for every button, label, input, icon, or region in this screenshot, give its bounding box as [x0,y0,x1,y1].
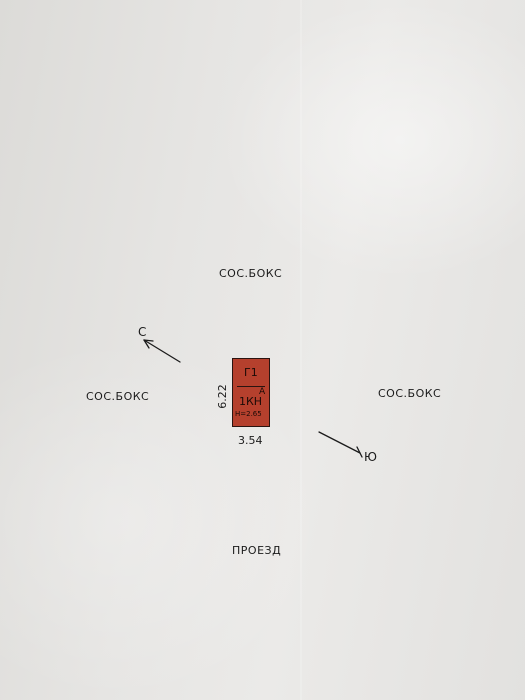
north-arrow-icon [143,339,181,363]
building-side-mark: А [259,387,266,397]
building-main-label: 1КН [239,395,263,408]
south-arrow-icon [318,431,363,458]
building-divider [237,386,265,387]
building-outline: Г1 А 1КН Н=2.65 [232,358,270,427]
neighbor-label-north: СОС.БОКС [219,267,283,280]
compass-south-letter: Ю [364,450,378,464]
paper-crease [300,0,302,700]
dimension-width: 3.54 [238,434,263,447]
road-label-south: ПРОЕЗД [232,544,282,557]
building-sub-label: Н=2.65 [235,410,262,418]
neighbor-label-east: СОС.БОКС [378,387,442,400]
building-top-label: Г1 [244,366,258,379]
neighbor-label-west: СОС.БОКС [86,390,150,403]
compass-north-letter: С [138,325,147,339]
dimension-height: 6.22 [215,384,229,409]
